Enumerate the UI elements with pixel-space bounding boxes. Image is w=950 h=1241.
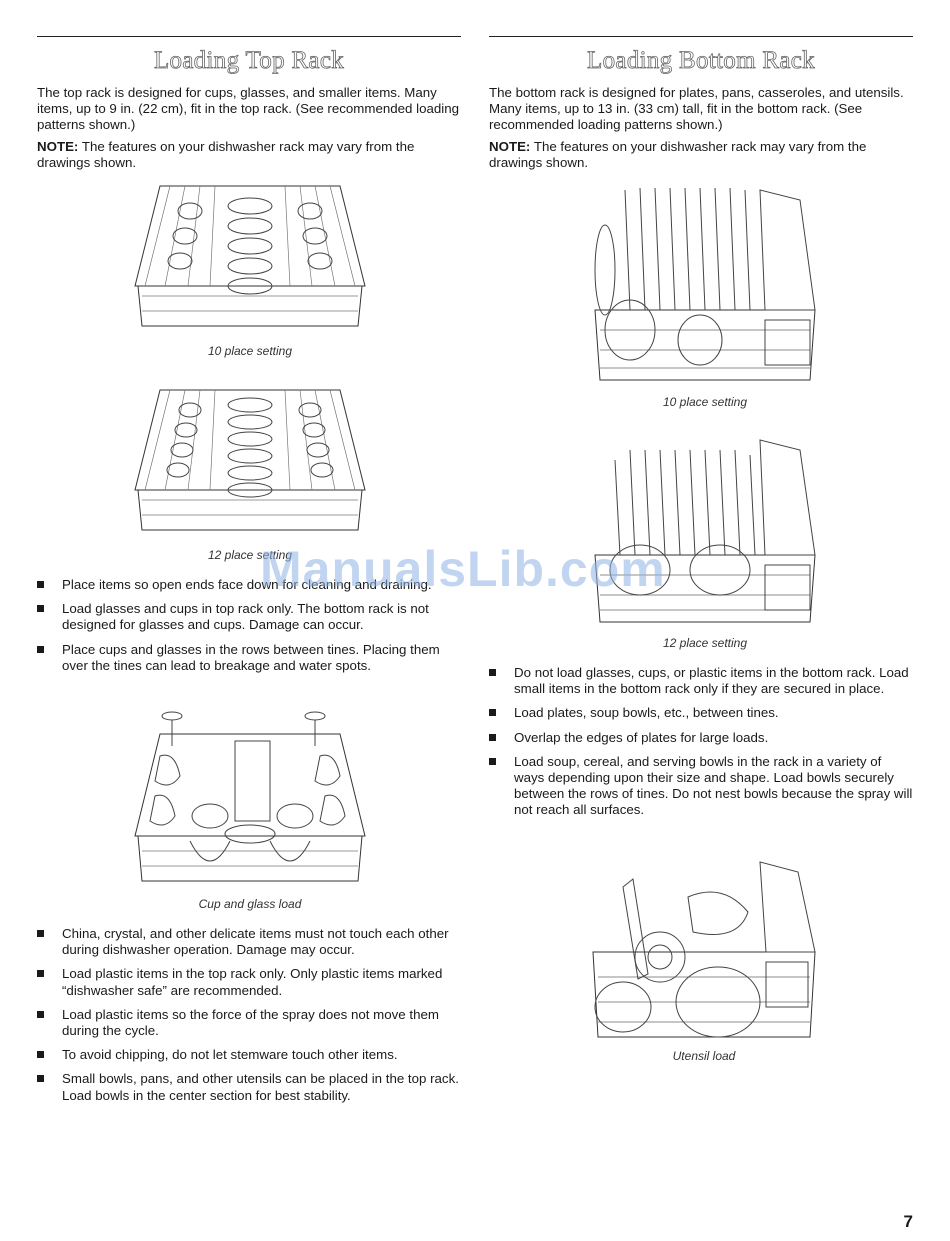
figure-caption: 12 place setting — [207, 548, 293, 562]
bottom-rack-10-place-illustration — [590, 180, 820, 385]
top-rack-tips-list-2: China, crystal, and other delicate items… — [37, 926, 461, 1112]
top-rack-10-place-illustration — [130, 176, 370, 336]
list-item: Place cups and glasses in the rows betwe… — [37, 642, 461, 674]
figure-caption: 10 place setting — [662, 395, 748, 409]
figure-caption: 10 place setting — [207, 344, 293, 358]
list-item: Place items so open ends face down for c… — [37, 577, 461, 593]
note-text: The features on your dishwasher rack may… — [37, 138, 415, 170]
note-paragraph: NOTE: The features on your dishwasher ra… — [37, 139, 461, 171]
cup-and-glass-load-illustration — [130, 706, 370, 888]
top-rack-12-place-illustration — [130, 380, 370, 540]
section-rule — [489, 36, 913, 37]
list-item: Do not load glasses, cups, or plastic it… — [489, 665, 913, 697]
list-item: Small bowls, pans, and other utensils ca… — [37, 1071, 461, 1103]
note-label: NOTE: — [37, 138, 79, 154]
bottom-rack-12-place-illustration — [590, 430, 820, 628]
list-item: Load plastic items so the force of the s… — [37, 1007, 461, 1039]
top-rack-section: Loading Top Rack The top rack is designe… — [37, 36, 461, 176]
bottom-rack-tips-list: Do not load glasses, cups, or plastic it… — [489, 665, 913, 827]
note-label: NOTE: — [489, 138, 531, 154]
note-text: The features on your dishwasher rack may… — [489, 138, 867, 170]
list-item: Load soup, cereal, and serving bowls in … — [489, 754, 913, 819]
utensil-load-illustration — [588, 852, 820, 1042]
list-item: China, crystal, and other delicate items… — [37, 926, 461, 958]
figure-caption: Cup and glass load — [198, 897, 302, 911]
list-item: Load glasses and cups in top rack only. … — [37, 601, 461, 633]
page-number: 7 — [903, 1212, 913, 1231]
section-title: Loading Top Rack — [153, 47, 345, 75]
list-item: Load plates, soup bowls, etc., between t… — [489, 705, 913, 721]
list-item: Load plastic items in the top rack only.… — [37, 966, 461, 998]
figure-caption: Utensil load — [672, 1049, 736, 1063]
watermark: ManualsLib.com — [260, 541, 666, 597]
intro-paragraph: The bottom rack is designed for plates, … — [489, 85, 904, 133]
figure-caption: 12 place setting — [662, 636, 748, 650]
bottom-rack-section: Loading Bottom Rack The bottom rack is d… — [489, 36, 913, 176]
section-title: Loading Bottom Rack — [587, 47, 815, 75]
top-rack-tips-list-1: Place items so open ends face down for c… — [37, 577, 461, 682]
section-rule — [37, 36, 461, 37]
list-item: Overlap the edges of plates for large lo… — [489, 730, 913, 746]
list-item: To avoid chipping, do not let stemware t… — [37, 1047, 461, 1063]
intro-paragraph: The top rack is designed for cups, glass… — [37, 85, 460, 133]
note-paragraph: NOTE: The features on your dishwasher ra… — [489, 139, 913, 171]
